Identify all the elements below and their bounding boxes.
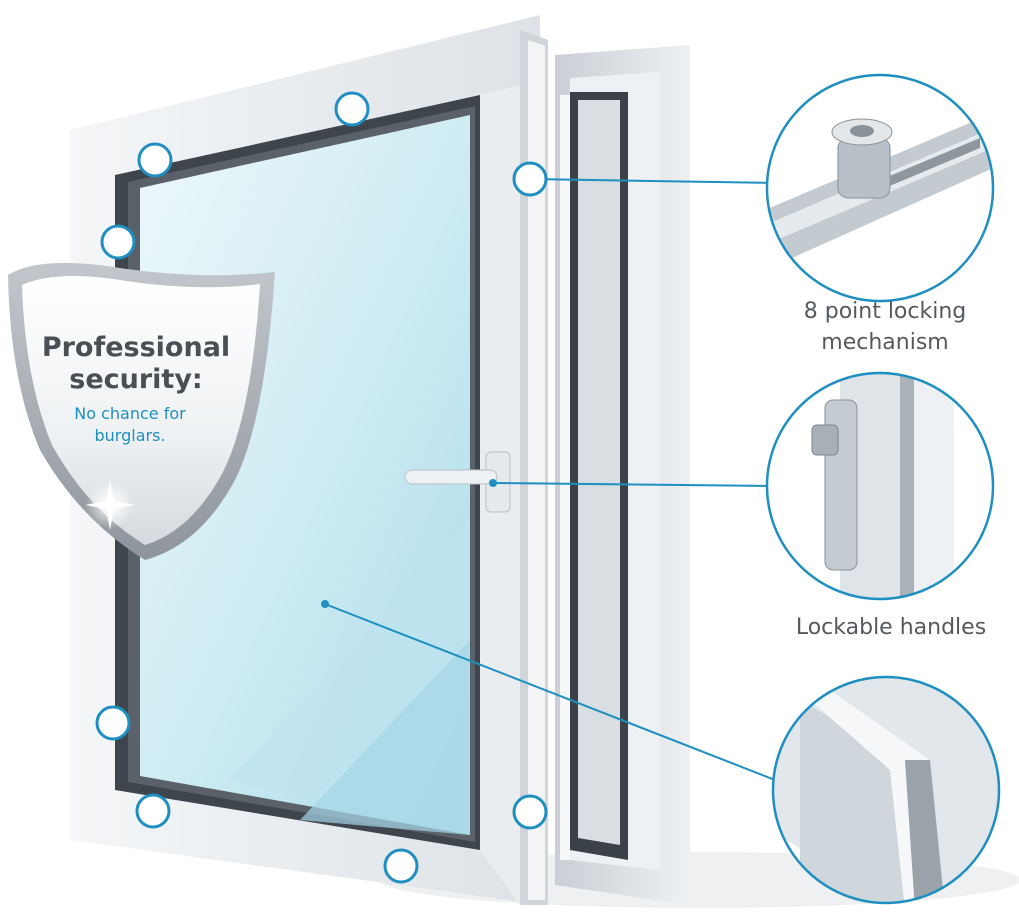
shield-title-line2: security: — [69, 364, 202, 395]
locking-point-marker — [100, 224, 136, 260]
locking-point-marker — [334, 91, 370, 127]
shield-subtitle-line1: No chance for — [74, 404, 186, 423]
window-handle-detail-icon — [765, 371, 995, 601]
locking-point-marker — [137, 142, 173, 178]
lockable-handles-caption: Lockable handles — [775, 613, 1007, 643]
locking-point-marker — [135, 793, 171, 829]
security-shield-icon: Professional security: No chance for bur… — [8, 262, 275, 560]
outer-frame — [555, 45, 690, 905]
caption-line: Lockable handles — [795, 615, 987, 640]
callout-lines — [324, 178, 776, 781]
handle-marker-dot — [489, 479, 497, 487]
caption-line: mechanism — [821, 330, 949, 355]
window-sash — [70, 15, 548, 905]
locking-point-marker — [383, 848, 419, 884]
shield-title-line1: Professional — [42, 332, 230, 363]
shield-subtitle-line2: burglars. — [95, 426, 166, 445]
locking-bolt-detail-icon — [765, 73, 995, 303]
caption-line: 8 point locking — [803, 299, 967, 324]
glass-pane-detail-icon — [771, 675, 1001, 905]
locking-mechanism-caption: 8 point locking mechanism — [770, 296, 1000, 358]
locking-point-marker — [95, 705, 131, 741]
glass-marker-dot — [321, 600, 329, 608]
locking-point-marker — [512, 794, 548, 830]
window-handle — [404, 451, 511, 513]
locking-point-marker — [512, 161, 548, 197]
